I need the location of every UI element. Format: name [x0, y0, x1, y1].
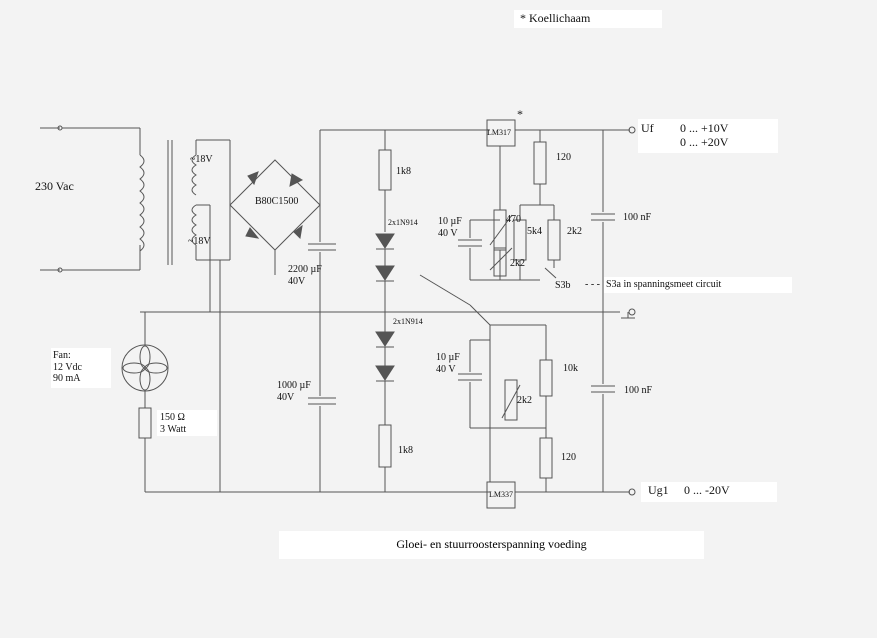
main-capacitors: [308, 130, 336, 492]
bottom-adjust-network: [458, 324, 553, 492]
diodes-top-label: 2x1N914: [388, 218, 418, 227]
secondary-upper-label: ~18V: [190, 154, 213, 165]
uf-output-name: Uf: [641, 121, 654, 135]
diodes-bottom-label: 2x1N914: [393, 317, 423, 326]
cap-100n-bottom-label: 100 nF: [624, 385, 653, 396]
uf-output-range-2: 0 ... +20V: [680, 135, 729, 149]
fan-label: Fan: 12 Vdc 90 mA: [53, 350, 82, 384]
uf-output-box: [638, 119, 778, 153]
transformer: [139, 139, 230, 312]
mains-input: [40, 125, 141, 273]
lm317-label: LM317: [487, 128, 511, 137]
ug1-output-box: [641, 482, 777, 502]
lm317-regulator: [419, 119, 516, 326]
cap-10u-bottom-label: 10 µF 40 V: [436, 352, 460, 375]
title-box: Gloei- en stuurroosterspanning voeding: [279, 531, 704, 559]
switch-s3b-label: S3b: [555, 280, 571, 291]
heatsink-note-box: [514, 10, 662, 28]
bottom-reference-chain: [375, 312, 395, 492]
top-reference-chain: [375, 130, 395, 312]
cap-100n-top-label: 100 nF: [623, 212, 652, 223]
switch-s3a-note: S3a in spanningsmeet circuit: [606, 279, 722, 290]
pot-470-label: 470: [506, 214, 521, 225]
cap-main-label: 2200 µF 40V: [288, 264, 322, 287]
pot-2k2-bottom-label: 2k2: [517, 395, 532, 406]
lm337-regulator: [486, 325, 516, 509]
heatsink-asterisk: *: [517, 107, 523, 121]
secondary-lower-label: ~18V: [188, 236, 211, 247]
r-10k-label: 10k: [563, 363, 578, 374]
fan-resistor-box: [157, 410, 217, 436]
lm337-label: LM337: [489, 490, 513, 499]
r-2k2-right-label: 2k2: [567, 226, 582, 237]
cap-10u-top-label: 10 µF 40 V: [438, 216, 462, 239]
page-title: Gloei- en stuurroosterspanning voeding: [396, 537, 587, 551]
ug1-output-range: 0 ... -20V: [684, 483, 730, 497]
rails: [140, 129, 630, 493]
resistor-bottom-1k8-label: 1k8: [398, 445, 413, 456]
r-120-bottom-label: 120: [561, 452, 576, 463]
r-120-top-label: 120: [556, 152, 571, 163]
switch-s3a-box: [604, 277, 792, 293]
resistor-top-1k8-label: 1k8: [396, 166, 411, 177]
bottom-100nf-capacitor: [591, 312, 615, 492]
mains-label: 230 Vac: [35, 179, 74, 193]
output-terminals: [621, 126, 636, 496]
fan-resistor-label: 150 Ω 3 Watt: [160, 412, 187, 435]
heatsink-note: * Koellichaam: [520, 11, 591, 25]
fan-label-box: [51, 348, 111, 388]
cap-lower-label: 1000 µF 40V: [277, 380, 311, 403]
uf-output-range-1: 0 ... +10V: [680, 121, 729, 135]
pot-2k2-top-label: 2k2: [510, 258, 525, 269]
fan-branch: [121, 260, 221, 492]
switch-dash: - - -: [585, 279, 600, 290]
bridge-rectifier: [229, 130, 321, 275]
r-5k4-label: 5k4: [527, 226, 542, 237]
bridge-label: B80C1500: [255, 196, 299, 207]
top-100nf-capacitor: [591, 130, 615, 312]
ug1-output-name: Ug1: [648, 483, 669, 497]
top-adjust-network: [458, 130, 561, 281]
